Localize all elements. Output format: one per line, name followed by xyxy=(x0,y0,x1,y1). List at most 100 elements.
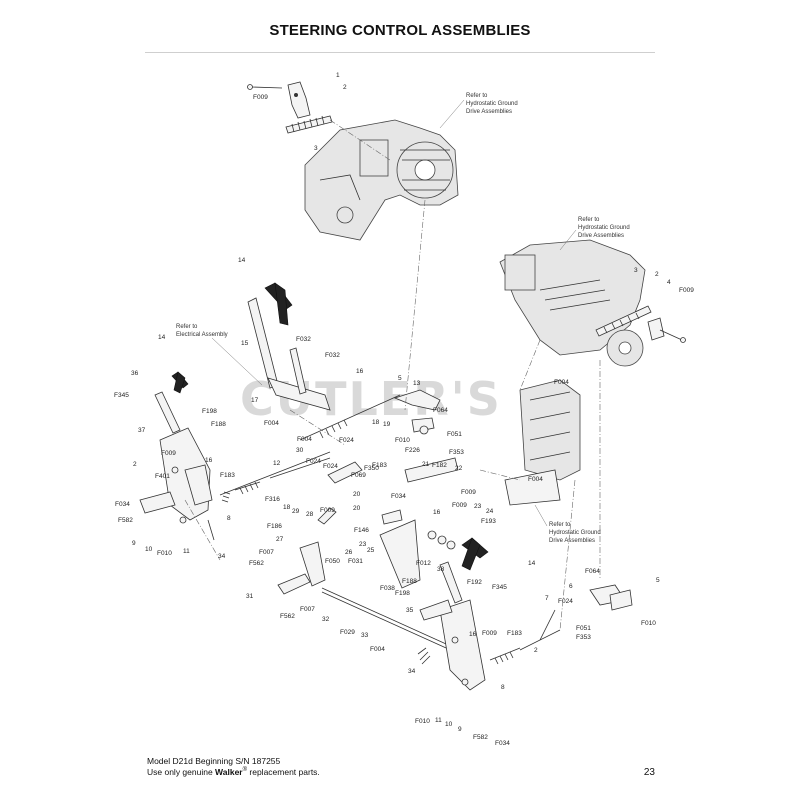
svg-text:Electrical Assembly: Electrical Assembly xyxy=(176,332,228,338)
svg-text:Refer to: Refer to xyxy=(549,522,571,528)
part-callout-label: 16 xyxy=(433,509,441,516)
part-callout-label: 20 xyxy=(353,505,361,512)
part-callout-label: 8 xyxy=(501,684,505,691)
title-divider xyxy=(145,52,655,53)
top-hydrostatic-unit xyxy=(304,119,459,241)
svg-text:Hydrostatic Ground: Hydrostatic Ground xyxy=(578,225,630,231)
part-callout-label: F032 xyxy=(325,352,340,359)
part-callout-label: F050 xyxy=(325,558,340,565)
part-callout-label: F038 xyxy=(380,585,395,592)
part-callout-label: 22 xyxy=(455,465,463,472)
part-callout-label: 12 xyxy=(273,460,281,467)
part-callout-label: F024 xyxy=(306,458,321,465)
part-callout-label: F183 xyxy=(507,630,522,637)
rear-mount-bracket xyxy=(504,379,581,506)
part-callout-label: F010 xyxy=(641,620,656,627)
part-callout-label: F004 xyxy=(264,420,279,427)
part-callout-label: 13 xyxy=(413,380,421,387)
part-callout-label: 1 xyxy=(336,72,340,79)
part-callout-label: 18 xyxy=(283,504,291,511)
part-callout-label: 34 xyxy=(408,668,416,675)
linkage-rods xyxy=(219,389,459,653)
part-callout-label: F009 xyxy=(161,450,176,457)
note-hydro-top: Refer to Hydrostatic Ground Drive Assemb… xyxy=(439,93,518,129)
part-callout-label: F582 xyxy=(118,517,133,524)
part-callout-label: F353 xyxy=(449,449,464,456)
part-callout-label: F193 xyxy=(481,518,496,525)
part-callout-label: 38 xyxy=(437,566,445,573)
part-callout-label: F353 xyxy=(576,634,591,641)
svg-text:Drive Assemblies: Drive Assemblies xyxy=(578,233,624,239)
part-callout-label: F031 xyxy=(348,558,363,565)
part-callout-label: F010 xyxy=(395,437,410,444)
part-callout-label: F198 xyxy=(395,590,410,597)
svg-text:Refer to: Refer to xyxy=(176,324,198,330)
part-callout-label: 31 xyxy=(246,593,254,600)
part-callout-label: 23 xyxy=(359,541,367,548)
part-callout-label: F345 xyxy=(114,392,129,399)
part-callout-label: F069 xyxy=(351,472,366,479)
part-callout-label: 21 xyxy=(422,461,430,468)
part-callout-label: 2 xyxy=(534,647,538,654)
part-callout-label: F010 xyxy=(157,550,172,557)
part-callout-label: F034 xyxy=(115,501,130,508)
watermark: CUTLER'S xyxy=(240,372,502,426)
phantom-lines xyxy=(184,119,601,631)
part-callout-label: F004 xyxy=(297,436,312,443)
svg-text:Refer to: Refer to xyxy=(578,217,600,223)
center-control-lever xyxy=(247,282,331,411)
part-callout-label: F024 xyxy=(339,437,354,444)
part-callout-label: F009 xyxy=(253,94,268,101)
page-number: 23 xyxy=(643,767,655,778)
footer-disclaimer: Use only genuine Walker® replacement par… xyxy=(147,767,320,777)
note-hydro-bottom: Refer to Hydrostatic Ground Drive Assemb… xyxy=(534,504,601,544)
part-callout-label: F029 xyxy=(340,629,355,636)
part-callout-label: 2 xyxy=(655,271,659,278)
part-callout-label: 29 xyxy=(292,508,300,515)
part-callout-label: F007 xyxy=(300,606,315,613)
part-callout-label: 32 xyxy=(322,616,330,623)
right-control-lever xyxy=(417,537,633,691)
part-callout-label: F004 xyxy=(528,476,543,483)
part-callout-label: F226 xyxy=(405,447,420,454)
part-callout-label: 37 xyxy=(138,427,146,434)
part-callout-label: F183 xyxy=(220,472,235,479)
right-hydrostatic-unit xyxy=(499,239,686,367)
part-callout-label: 9 xyxy=(132,540,136,547)
part-callout-label: F562 xyxy=(249,560,264,567)
svg-text:Drive Assemblies: Drive Assemblies xyxy=(466,109,512,115)
part-callout-label: 19 xyxy=(383,421,391,428)
part-callout-label: 23 xyxy=(474,503,482,510)
part-callout-label: F562 xyxy=(280,613,295,620)
part-callout-label: 4 xyxy=(667,279,671,286)
part-callout-label: F034 xyxy=(391,493,406,500)
part-callout-label: F350 xyxy=(364,465,379,472)
part-callout-label: F582 xyxy=(473,734,488,741)
part-callout-label: 7 xyxy=(545,595,549,602)
part-callout-label: F051 xyxy=(447,431,462,438)
part-callout-label: 33 xyxy=(361,632,369,639)
part-callout-label: F024 xyxy=(323,463,338,470)
part-callout-label: 35 xyxy=(406,607,414,614)
part-callout-label: 3 xyxy=(314,145,318,152)
part-callout-label: F004 xyxy=(370,646,385,653)
part-callout-label: F009 xyxy=(452,502,467,509)
part-callout-label: 3 xyxy=(634,267,638,274)
part-callout-label: F032 xyxy=(296,336,311,343)
note-electrical: Refer to Electrical Assembly xyxy=(176,324,263,386)
part-callouts: F0091231415F032F03216F345361437F198F188F… xyxy=(114,72,694,747)
left-control-lever xyxy=(139,371,231,541)
part-callout-label: F010 xyxy=(415,718,430,725)
part-callout-label: F064 xyxy=(585,568,600,575)
part-callout-label: F012 xyxy=(416,560,431,567)
part-callout-label: F051 xyxy=(576,625,591,632)
part-callout-label: 10 xyxy=(145,546,153,553)
page-title: STEERING CONTROL ASSEMBLIES xyxy=(269,22,531,39)
part-callout-label: F009 xyxy=(320,507,335,514)
part-callout-label: F401 xyxy=(155,473,170,480)
part-callout-label: F188 xyxy=(211,421,226,428)
part-callout-label: 15 xyxy=(241,340,249,347)
part-callout-label: 27 xyxy=(276,536,284,543)
part-callout-label: 16 xyxy=(205,457,213,464)
part-callout-label: 11 xyxy=(435,717,442,724)
